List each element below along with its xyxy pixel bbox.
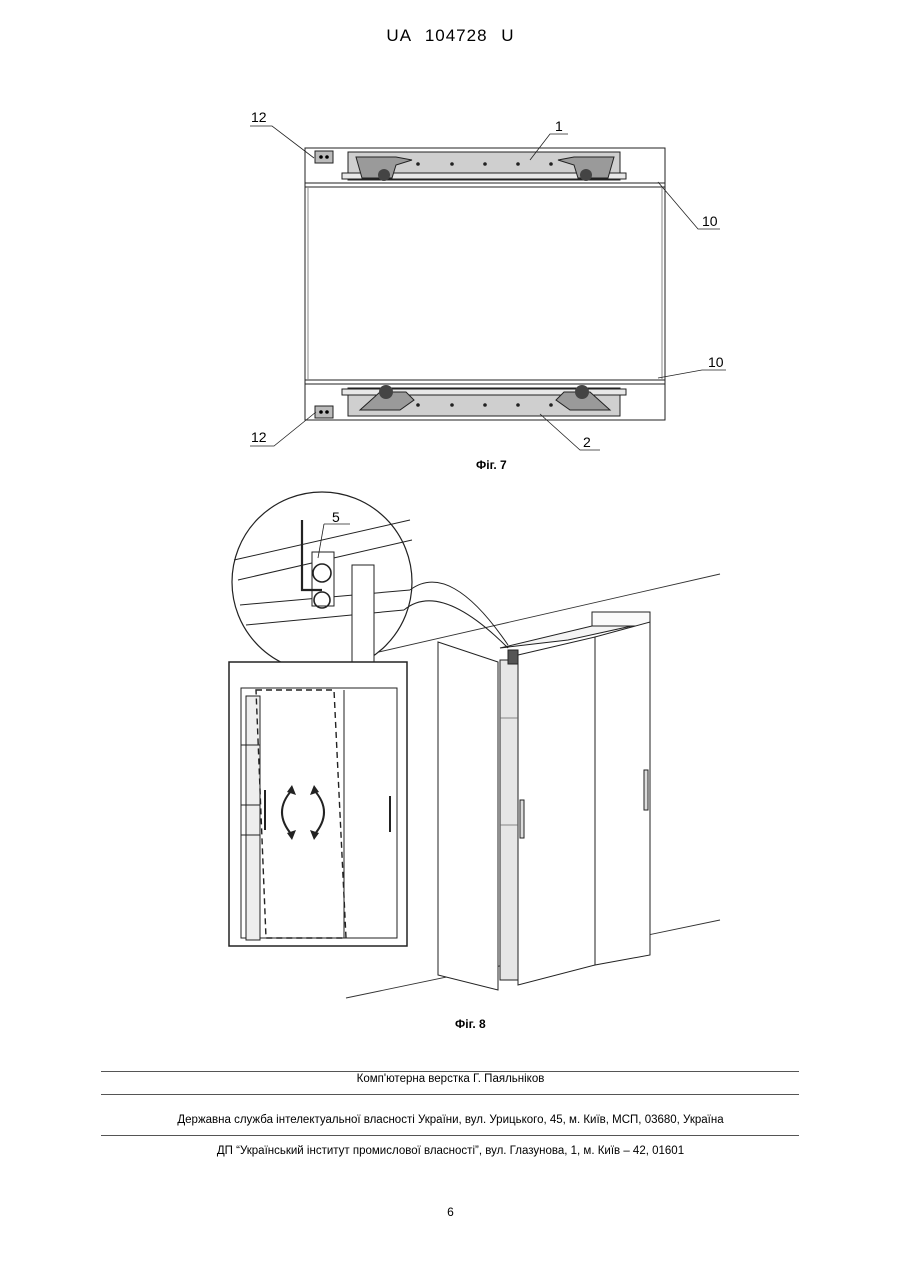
fig8-label-5: 5 (332, 509, 340, 525)
footer-institute: ДП “Український інститут промислової вла… (0, 1145, 901, 1157)
fig8-caption: Фіг. 8 (455, 1017, 486, 1031)
footer-divider-3 (101, 1135, 799, 1136)
footer-divider-2 (101, 1094, 799, 1095)
footer-divider-1 (101, 1071, 799, 1072)
footer-office: Державна служба інтелектуальної власност… (0, 1114, 901, 1126)
footer-typesetter: Комп'ютерна верстка Г. Паяльніков (0, 1073, 901, 1085)
page-number: 6 (0, 1205, 901, 1219)
